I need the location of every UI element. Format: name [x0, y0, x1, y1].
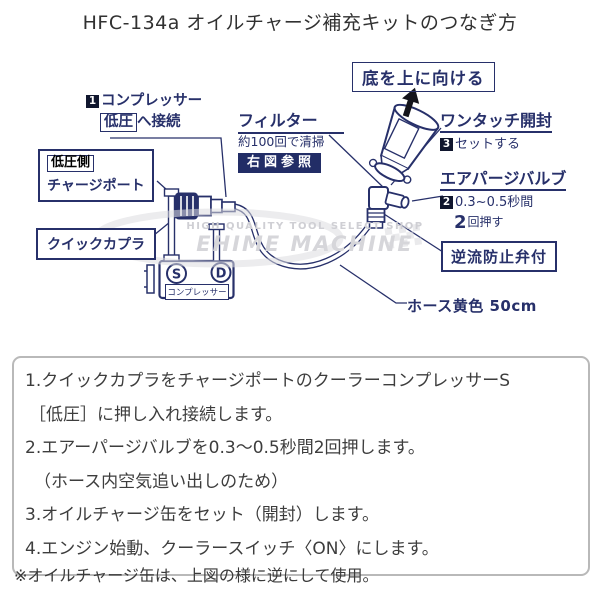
instruction-line: 2.エアーパージバルブを0.3～0.5秒間2回押します。 [25, 438, 425, 458]
leader-filter [328, 134, 385, 189]
leader-compressor-label [110, 137, 227, 198]
up-arrow-icon [402, 87, 420, 118]
filter-title: フィルター [238, 111, 344, 134]
instruction-line: 3.オイルチャージ缶をセット（開封）します。 [25, 505, 380, 525]
leader-air-purge [411, 195, 444, 202]
leader-check-valve [383, 213, 444, 253]
leader-hose [339, 264, 407, 304]
label-filter: フィルター 約100回で清掃 右図参照 [238, 111, 344, 173]
instruction-line: 4.エンジン始動、クーラースイッチ〈ON〉にします。 [25, 538, 439, 559]
callout-bottom-up: 底を上に向ける [352, 62, 495, 92]
low-pressure-side-word: 低圧側 [47, 155, 145, 172]
instruction-line: 1.クイックカプラをチャージポートのクーラーコンプレッサーS [25, 371, 510, 391]
label-compressor-suffix: へ接続 [137, 113, 181, 130]
watermark-tagline: HIGH QUALITY TOOL SELECT SHOP [186, 221, 424, 232]
d-port-letter: D [216, 267, 227, 282]
footnote: ※オイルチャージ缶は、上図の様に逆にして使用。 [14, 566, 379, 585]
valve-assembly-drawing [366, 186, 410, 229]
see-right-figure-badge: 右図参照 [238, 152, 322, 173]
step-3-badge: 3 [440, 138, 453, 152]
low-pressure-boxed-word: 低圧 [100, 112, 137, 132]
page-title: HFC-134a オイルチャージ補充キットのつなぎ方 [82, 12, 518, 34]
compressor-caption: コンプレッサー [165, 284, 229, 300]
filter-note: 約100回で清掃 [238, 134, 325, 149]
watermark-brand: EHIME MACHINE [196, 232, 414, 256]
one-touch-title: ワンタッチ開封 [440, 111, 553, 134]
callout-check-valve: 逆流防止弁付 [441, 241, 558, 272]
step-1-badge: 1 [86, 95, 99, 108]
instruction-line: ［低圧］に押し入れ接続します。 [29, 404, 283, 425]
callout-quick-coupler: クイックカプラ [36, 228, 156, 260]
label-compressor-text: コンプレッサー [101, 93, 203, 109]
oil-charge-can-drawing [368, 103, 440, 184]
instructions-panel: 1.クイックカプラをチャージポートのクーラーコンプレッサーS ［低圧］に押し入れ… [12, 356, 590, 576]
charge-port-label: チャージポート [47, 177, 145, 194]
instruction-line: （ホース内空気追い出しのため） [34, 471, 289, 492]
callout-charge-port: 低圧側 チャージポート [38, 149, 154, 202]
label-hose: ホース黄色 50cm [407, 297, 537, 315]
air-purge-title: エアパージバルブ [440, 169, 567, 192]
s-port-letter: S [172, 268, 181, 283]
label-compressor-line2: 低圧へ接続 [100, 112, 202, 132]
step-2-badge: 2 [440, 196, 453, 210]
air-purge-press-count: 2回押す [454, 211, 504, 233]
